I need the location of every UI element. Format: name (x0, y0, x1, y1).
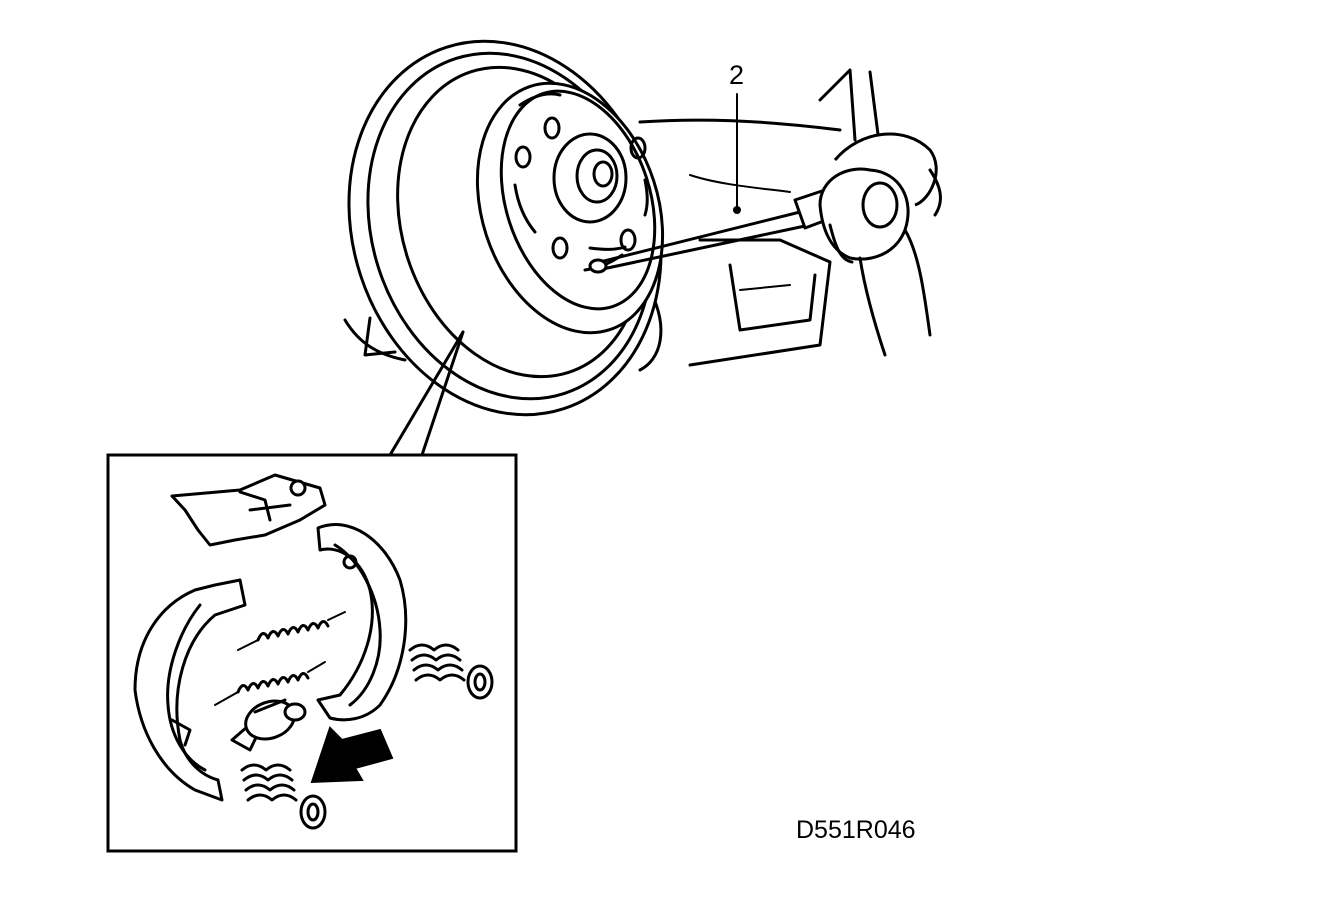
adjuster-lever (170, 473, 327, 547)
brake-shoe-left (133, 578, 247, 802)
callout-number: 2 (729, 60, 744, 90)
axle-housing (343, 68, 882, 372)
figure-code: D551R046 (796, 816, 916, 844)
return-spring-lower (214, 661, 326, 706)
adjuster-strut (230, 698, 307, 752)
brake-shoe-right (316, 523, 408, 722)
detail-leader (388, 330, 465, 457)
callout-2: 2 (729, 60, 744, 214)
detail-inset (106, 453, 518, 853)
hand (818, 132, 942, 357)
brake-drum (347, 39, 665, 417)
hold-down-spring-top (408, 643, 494, 700)
hold-down-spring-bottom (240, 763, 327, 830)
arrow-icon (310, 726, 394, 784)
return-spring-upper (237, 611, 346, 651)
